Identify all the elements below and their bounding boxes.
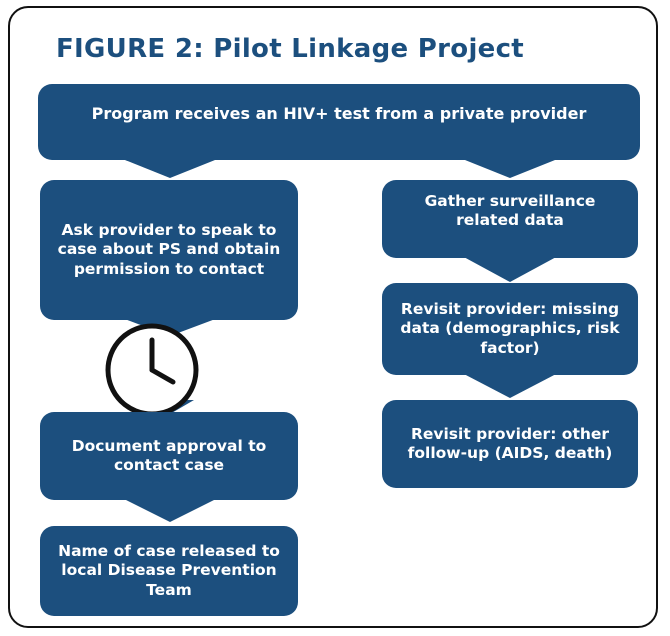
- step-revisit-other-followup: Revisit provider: other follow-up (AIDS,…: [382, 400, 638, 488]
- step-program-receives-test: Program receives an HIV+ test from a pri…: [38, 84, 640, 160]
- figure-title: FIGURE 2: Pilot Linkage Project: [56, 34, 525, 64]
- step-ask-provider: Ask provider to speak to case about PS a…: [40, 180, 298, 320]
- step-revisit-missing-data: Revisit provider: missing data (demograp…: [382, 283, 638, 375]
- figure-frame: [8, 6, 658, 628]
- step-document-approval-label: Document approval to contact case: [71, 436, 267, 475]
- step-document-approval: Document approval to contact case: [40, 412, 298, 500]
- step-name-released-label: Name of case released to local Disease P…: [58, 541, 280, 599]
- step-gather-surveillance-data: Gather surveillance related data: [382, 180, 638, 258]
- step-revisit-missing-data-label: Revisit provider: missing data (demograp…: [400, 299, 620, 357]
- step-revisit-other-followup-label: Revisit provider: other follow-up (AIDS,…: [407, 424, 613, 463]
- step-program-receives-test-label: Program receives an HIV+ test from a pri…: [91, 104, 587, 124]
- step-gather-surveillance-data-label: Gather surveillance related data: [424, 191, 596, 230]
- step-name-released: Name of case released to local Disease P…: [40, 526, 298, 616]
- step-ask-provider-label: Ask provider to speak to case about PS a…: [57, 220, 281, 278]
- clock-icon: [105, 323, 199, 417]
